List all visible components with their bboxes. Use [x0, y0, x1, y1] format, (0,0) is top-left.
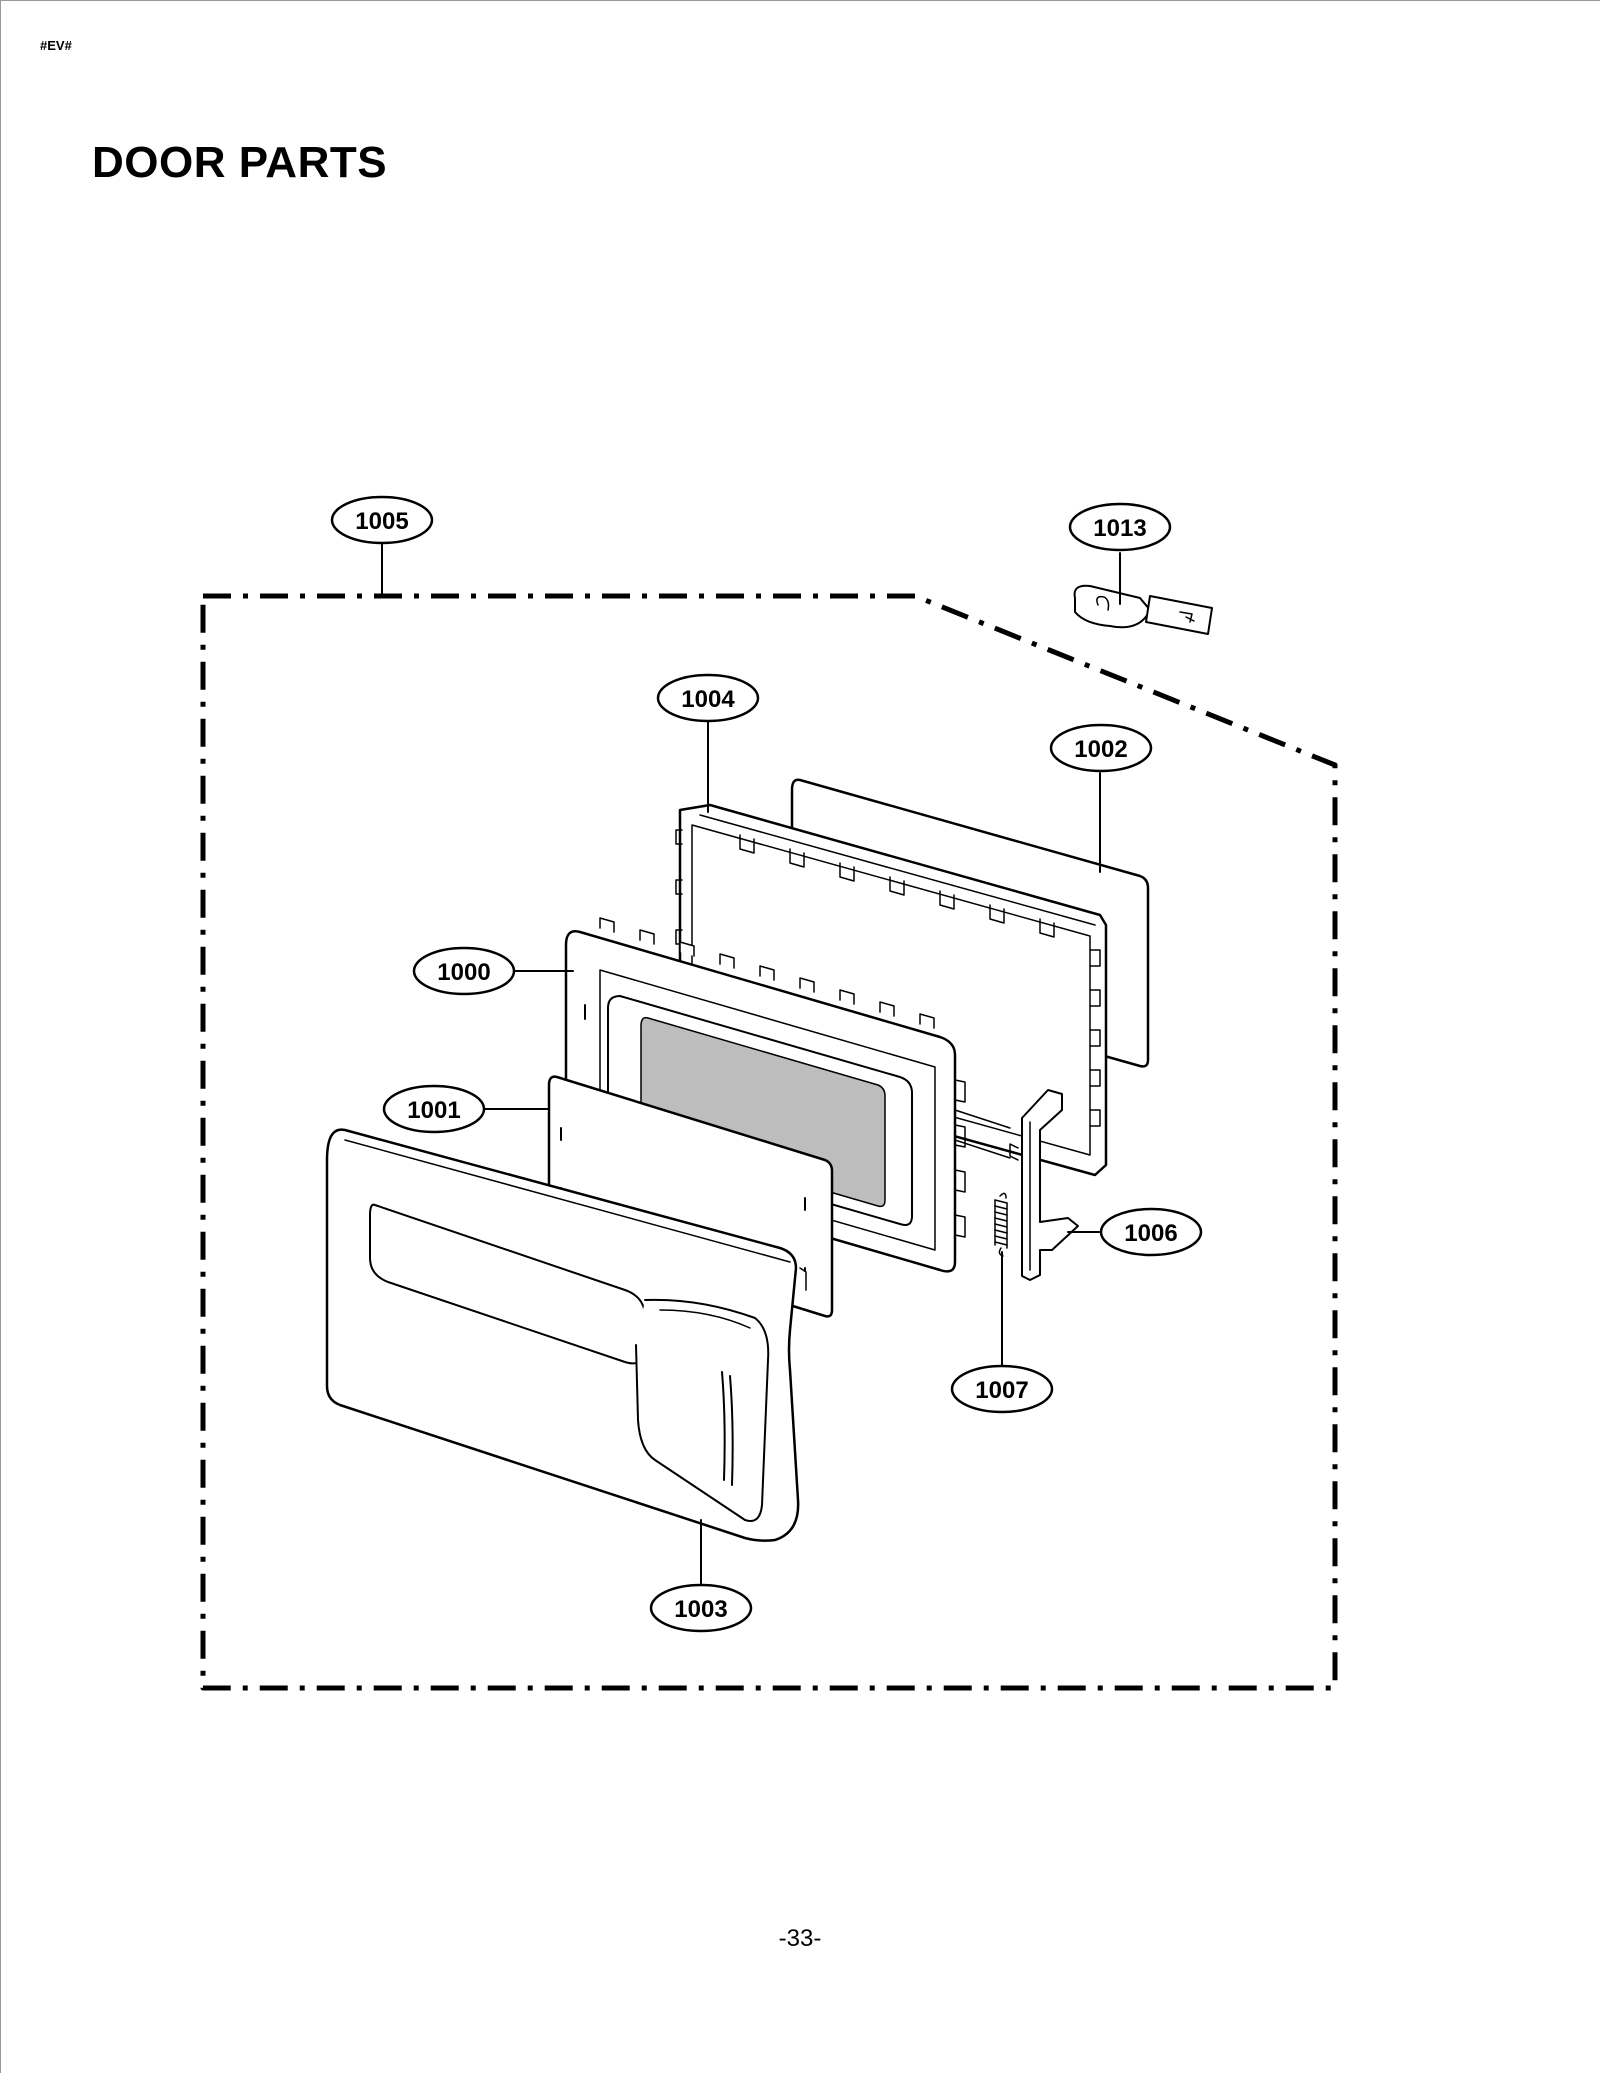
callout-1005-label: 1005	[355, 508, 408, 535]
callout-1001: 1001	[382, 1084, 486, 1134]
callout-1000-label: 1000	[437, 959, 490, 986]
callout-1013-label: 1013	[1093, 515, 1146, 542]
callout-1003-label: 1003	[674, 1596, 727, 1623]
callout-1004-label: 1004	[681, 686, 735, 713]
leader-lines	[381, 542, 1121, 1588]
callout-1006-label: 1006	[1124, 1220, 1177, 1247]
document-code: #EV#	[40, 38, 72, 53]
page-title: DOOR PARTS	[92, 138, 388, 187]
part-1013-bracket	[1073, 584, 1213, 635]
callout-1007: 1007	[950, 1364, 1054, 1414]
callout-1006: 1006	[1099, 1207, 1203, 1257]
part-1006-latch	[1009, 1089, 1079, 1281]
callout-1002-label: 1002	[1074, 736, 1127, 763]
callout-1007-label: 1007	[975, 1377, 1028, 1404]
callout-1013: 1013	[1068, 502, 1172, 552]
part-1003-door-cover	[325, 1128, 807, 1542]
callout-1003: 1003	[649, 1583, 753, 1633]
callout-1001-label: 1001	[407, 1097, 460, 1124]
callout-1005: 1005	[330, 495, 434, 545]
callout-1004: 1004	[656, 673, 760, 723]
assembly-boundary	[200, 593, 1338, 1691]
callout-1002: 1002	[1049, 723, 1153, 773]
part-1007-spring	[994, 1192, 1008, 1257]
page-number: -33-	[778, 1925, 822, 1952]
callout-1000: 1000	[412, 946, 516, 996]
